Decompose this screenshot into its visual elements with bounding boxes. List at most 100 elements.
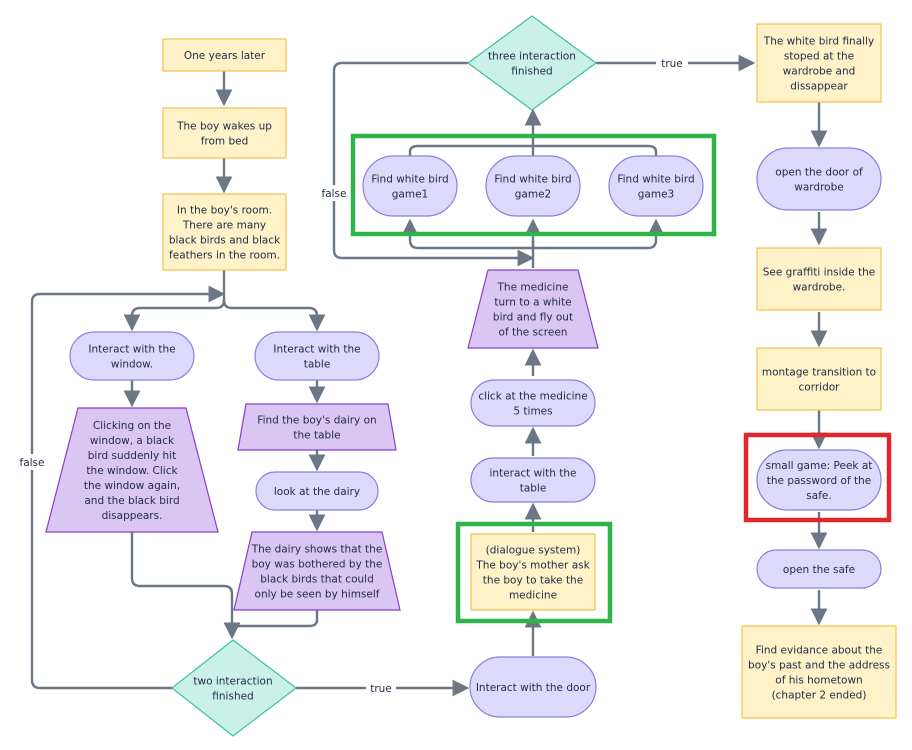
dairy-shows-line: black birds that could bbox=[260, 574, 374, 586]
graffiti-line: See graffiti inside the bbox=[763, 267, 876, 279]
two-interaction-line: finished bbox=[212, 691, 253, 703]
medicine-turn-line: bird and fly out bbox=[493, 312, 573, 324]
dialogue-line: medicine bbox=[509, 590, 557, 602]
node-boys-room bbox=[162, 193, 287, 271]
boy-wakes-line: The boy wakes up bbox=[176, 121, 272, 133]
edge-split-game3 bbox=[533, 218, 665, 250]
look-dairy-line: look at the dairy bbox=[274, 486, 360, 498]
medicine-turn-line: The medicine bbox=[497, 282, 569, 294]
label-true-top: true bbox=[661, 58, 683, 70]
edge-shows-to-merge bbox=[230, 610, 319, 635]
click-medicine-line: click at the medicine bbox=[478, 391, 587, 403]
interact-table-mid-line: interact with the bbox=[490, 468, 577, 480]
interact-table-left-line: Interact with the bbox=[273, 344, 360, 356]
white-bird-stoped-line: The white bird finally bbox=[763, 36, 874, 48]
edge-split-left bbox=[123, 299, 226, 332]
node-game1 bbox=[362, 155, 458, 217]
click-medicine-line: 5 times bbox=[513, 406, 552, 418]
clicking-window-line: disappears. bbox=[102, 510, 163, 522]
interact-table-mid-line: table bbox=[520, 483, 547, 495]
node-dairy-shows bbox=[233, 531, 401, 611]
text-interact-door: Interact with the door bbox=[476, 682, 591, 694]
one-years-later-line: One years later bbox=[184, 50, 266, 62]
clicking-window-line: the window again, bbox=[84, 480, 180, 492]
text-two-interaction: two interaction finished bbox=[193, 676, 272, 703]
edge-split-game1 bbox=[401, 218, 533, 250]
small-game-line: the password of the bbox=[767, 475, 871, 487]
boy-wakes-line: from bed bbox=[201, 136, 249, 148]
white-bird-stoped-line: stoped at the bbox=[784, 51, 854, 63]
boys-room-line: In the boy's room. bbox=[177, 205, 272, 217]
highlight-small-game bbox=[743, 432, 892, 523]
small-game-line: small game: Peek at bbox=[766, 460, 873, 472]
text-boys-room: In the boy's room. There are many black bi… bbox=[169, 205, 281, 262]
game1-line: game1 bbox=[392, 189, 428, 201]
edge-labels: true false true false bbox=[14, 55, 688, 696]
node-clicking-window bbox=[45, 407, 219, 533]
node-three-interaction bbox=[466, 15, 598, 111]
text-click-medicine: click at the medicine 5 times bbox=[478, 391, 587, 418]
interact-table-left-line: table bbox=[304, 359, 331, 371]
boys-room-line: There are many bbox=[182, 220, 266, 232]
node-open-safe bbox=[756, 549, 882, 589]
node-interact-table-left bbox=[254, 331, 380, 381]
node-small-game bbox=[756, 449, 882, 511]
clicking-window-line: window, a black bbox=[90, 435, 175, 447]
node-interact-window bbox=[69, 331, 195, 381]
label-false-top: false bbox=[322, 188, 347, 200]
dairy-shows-line: The dairy shows that the bbox=[251, 544, 383, 556]
white-bird-stoped-line: dissappear bbox=[790, 81, 848, 93]
medicine-turn-line: of the screen bbox=[499, 327, 568, 339]
dairy-shows-line: boy was bothered by the bbox=[252, 559, 383, 571]
dialogue-line: (dialogue system) bbox=[486, 545, 581, 557]
edge-false-loop-top bbox=[332, 61, 535, 267]
node-interact-door bbox=[469, 656, 597, 718]
label-false-left: false bbox=[20, 457, 45, 469]
highlight-dialogue bbox=[455, 521, 613, 624]
two-interaction-line: two interaction bbox=[193, 676, 272, 688]
node-boy-wakes bbox=[162, 107, 287, 159]
find-evidence-line: boy's past and the address bbox=[748, 660, 890, 672]
white-bird-stoped-line: wardrobe and bbox=[783, 66, 856, 78]
find-evidence-line: (chapter 2 ended) bbox=[772, 690, 867, 702]
three-interaction-line: finished bbox=[511, 66, 552, 78]
node-two-interaction bbox=[171, 639, 297, 737]
text-look-dairy: look at the dairy bbox=[274, 486, 360, 498]
node-white-bird-stoped bbox=[756, 23, 882, 103]
montage-line: corridor bbox=[799, 382, 841, 394]
game2-line: game2 bbox=[515, 189, 551, 201]
text-one-years-later: One years later bbox=[184, 50, 266, 62]
node-game2 bbox=[485, 155, 581, 217]
boys-room-line: black birds and black bbox=[169, 235, 281, 247]
find-evidence-line: of his hometown bbox=[775, 675, 862, 687]
edge-false-loop-left bbox=[30, 285, 226, 690]
label-true-bottom: true bbox=[370, 683, 392, 695]
edge-split-right bbox=[222, 299, 326, 332]
three-interaction-line: three interaction bbox=[488, 51, 576, 63]
find-evidence-line: Find evidance about the bbox=[756, 645, 883, 657]
node-montage bbox=[756, 347, 882, 411]
text-interact-table-left: Interact with the table bbox=[273, 344, 360, 371]
highlight-games bbox=[350, 133, 717, 237]
edge-click-to-merge bbox=[130, 532, 241, 640]
node-dialogue bbox=[470, 533, 596, 611]
node-find-evidence bbox=[741, 625, 897, 719]
interact-window-line: Interact with the bbox=[88, 344, 175, 356]
find-dairy-line: the table bbox=[293, 430, 340, 442]
game2-line: Find white bird bbox=[494, 174, 571, 186]
text-interact-table-mid: interact with the table bbox=[490, 468, 577, 495]
find-dairy-line: Find the boy's dairy on bbox=[257, 415, 376, 427]
open-wardrobe-line: wardrobe bbox=[794, 182, 843, 194]
clicking-window-line: bird suddenly hit bbox=[88, 450, 176, 462]
node-look-dairy bbox=[255, 471, 379, 511]
node-one-years-later bbox=[162, 38, 287, 72]
montage-line: montage transition to bbox=[762, 367, 876, 379]
game1-line: Find white bird bbox=[371, 174, 448, 186]
